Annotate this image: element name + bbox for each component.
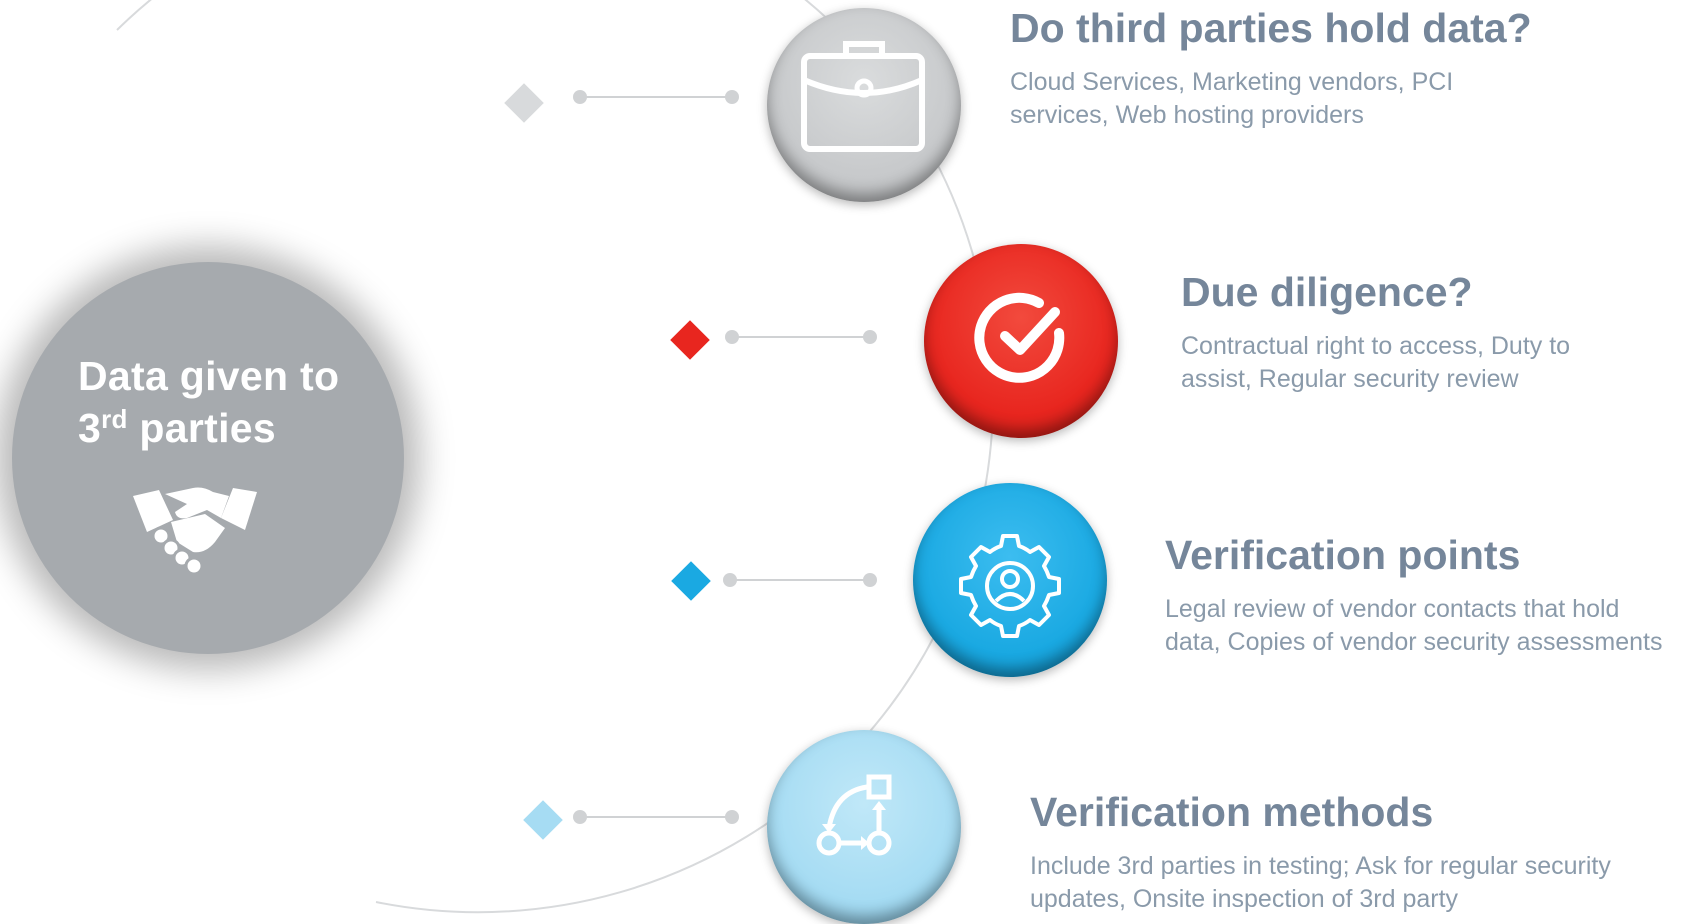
diamond-marker-4 [523, 800, 563, 840]
workflow-icon [816, 774, 892, 856]
item-description-4: Include 3rd parties in testing; Ask for … [1030, 850, 1611, 916]
node-third-parties [767, 8, 961, 202]
connector-4 [573, 810, 739, 824]
item-description-2: Contractual right to access, Duty to ass… [1181, 330, 1570, 396]
item-description-1-line1: Cloud Services, Marketing vendors, PCI [1010, 68, 1454, 96]
diamond-marker-2 [670, 320, 710, 360]
hub-title-line2: parties [127, 405, 276, 451]
hub-title-superscript: rd [101, 404, 128, 434]
item-title-2: Due diligence? [1181, 269, 1473, 315]
node-verification-methods [767, 730, 961, 924]
node-verification-points [913, 483, 1107, 677]
item-description-3: Legal review of vendor contacts that hol… [1165, 593, 1662, 659]
item-label-4: Verification methods Include 3rd parties… [1030, 788, 1611, 916]
hub-circle: Data given to 3rd parties [12, 262, 404, 654]
checkmark-circle-icon [974, 292, 1065, 383]
diamond-marker-3 [671, 561, 711, 601]
item-title-1: Do third parties hold data? [1010, 5, 1532, 51]
item-description-4-line2: updates, Onsite inspection of 3rd party [1030, 885, 1459, 913]
item-description-4-line1: Include 3rd parties in testing; Ask for … [1030, 852, 1611, 880]
item-title-3: Verification points [1165, 532, 1521, 578]
item-description-1-line2: services, Web hosting providers [1010, 101, 1364, 129]
item-label-2: Due diligence? Contractual right to acce… [1181, 268, 1570, 396]
item-title-4: Verification methods [1030, 789, 1434, 835]
item-description-2-line2: assist, Regular security review [1181, 365, 1519, 393]
hub-title: Data given to 3rd parties [78, 350, 339, 454]
connector-3 [723, 573, 877, 587]
arc-line [116, 0, 995, 914]
item-label-1: Do third parties hold data? Cloud Servic… [1010, 4, 1532, 132]
gear-user-icon [959, 534, 1061, 638]
item-description-3-line1: Legal review of vendor contacts that hol… [1165, 595, 1620, 623]
item-description-1: Cloud Services, Marketing vendors, PCI s… [1010, 66, 1532, 132]
handshake-icon [133, 487, 257, 576]
connector-1 [573, 90, 739, 104]
item-description-2-line1: Contractual right to access, Duty to [1181, 332, 1571, 360]
connector-2 [725, 330, 877, 344]
item-description-3-line2: data, Copies of vendor security assessme… [1165, 628, 1663, 656]
item-label-3: Verification points Legal review of vend… [1165, 531, 1662, 659]
hub-title-line1: Data given to [78, 353, 340, 399]
node-due-diligence [924, 244, 1118, 438]
briefcase-icon [801, 41, 925, 152]
diamond-marker-1 [504, 83, 544, 123]
hub-title-number: 3 [78, 405, 102, 451]
